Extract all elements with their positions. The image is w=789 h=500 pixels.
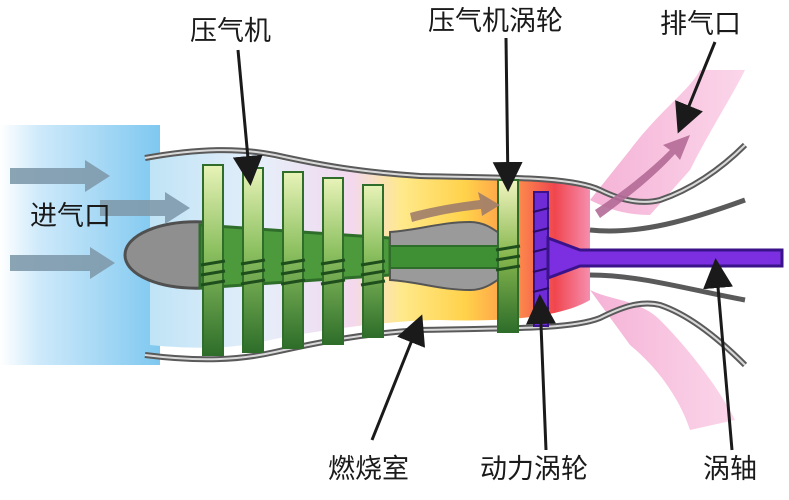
label-compressor-turbine: 压气机涡轮: [428, 6, 563, 37]
exhaust-plume-lower: [590, 290, 735, 430]
compressor-blades: [200, 164, 386, 356]
label-combustor: 燃烧室: [328, 454, 409, 485]
exhaust-plume-upper: [590, 70, 745, 215]
nose-cone: [123, 220, 207, 290]
label-compressor: 压气机: [190, 16, 271, 47]
compressor-turbine: [495, 179, 521, 333]
leader-lines: [232, 37, 734, 451]
core-shaft: [389, 245, 511, 269]
output-shaft: [546, 235, 784, 281]
label-power-turbine: 动力涡轮: [480, 454, 588, 485]
exhaust-duct-lower: [589, 272, 746, 303]
label-intake: 进气口: [30, 201, 111, 232]
power-turbine: [532, 191, 550, 327]
label-exhaust: 排气口: [660, 9, 741, 40]
label-shaft: 涡轴: [703, 454, 757, 485]
flow-arrows: [10, 135, 690, 279]
exhaust-duct-upper: [589, 197, 746, 234]
